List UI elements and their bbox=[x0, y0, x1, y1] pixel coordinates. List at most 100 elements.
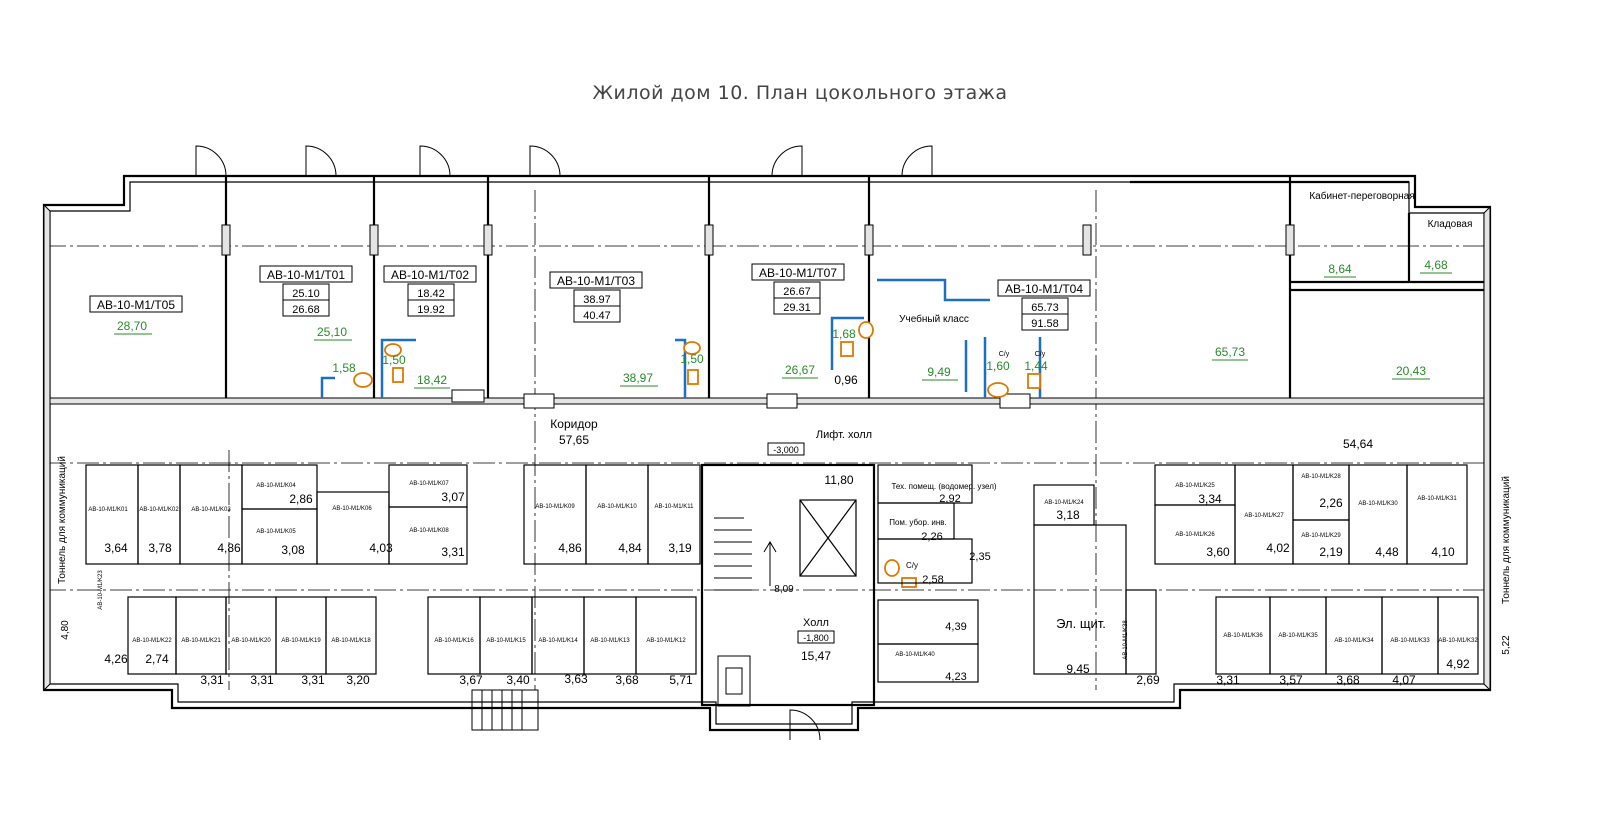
hall-mark: -1,800 bbox=[803, 633, 829, 643]
storage-k19: AB-10-M1/K19 bbox=[281, 638, 321, 644]
storage-k04: AB-10-M1/K04 bbox=[256, 483, 296, 489]
room-su-2: С/у bbox=[1035, 351, 1046, 358]
storage-k08: AB-10-M1/K08 bbox=[409, 528, 449, 534]
area-w3: 1,50 bbox=[680, 352, 704, 366]
storage-k30: AB-10-M1/K30 bbox=[1358, 501, 1398, 507]
storage-k11: AB-10-M1/K11 bbox=[655, 504, 695, 510]
room-corridor-area: 57,65 bbox=[559, 433, 589, 447]
storage-area-k35: 3,57 bbox=[1279, 673, 1303, 687]
storage-k36: AB-10-M1/K36 bbox=[1223, 633, 1263, 639]
storage-k35: AB-10-M1/K35 bbox=[1278, 633, 1318, 639]
storage-area-k15: 3,40 bbox=[506, 673, 530, 687]
corridor-right-area: 54,64 bbox=[1343, 437, 1373, 451]
storage-k18: AB-10-M1/K18 bbox=[331, 638, 371, 644]
room-su-3: С/у bbox=[906, 561, 918, 570]
room-areas: 28,70 25,10 1,58 1,50 18,42 38,97 1,50 2… bbox=[114, 258, 1452, 389]
area-su1: 1,60 bbox=[986, 359, 1010, 373]
storage-area-k24: 3,18 bbox=[1056, 508, 1080, 522]
unit-t04-id: AB-10-M1/T04 bbox=[1005, 282, 1083, 296]
unit-labels: AB-10-M1/T05 AB-10-M1/T01 25.10 26.68 AB… bbox=[89, 263, 1091, 331]
room-names: Кабинет-переговорная Кладовая Учебный кл… bbox=[57, 190, 1512, 683]
storage-k06: AB-10-M1/K06 bbox=[332, 506, 372, 512]
area-t05: 28,70 bbox=[117, 319, 147, 333]
storage-area-k18: 3,20 bbox=[346, 673, 370, 687]
room-el-area: 9,45 bbox=[1066, 662, 1090, 676]
area-su2: 1,44 bbox=[1024, 359, 1048, 373]
storage-area-k02: 3,78 bbox=[148, 541, 172, 555]
storage-k32: AB-10-M1/K32 bbox=[1438, 638, 1478, 644]
storage-area-k29: 2,19 bbox=[1319, 545, 1343, 559]
outer-walls bbox=[42, 174, 1492, 732]
storage-k40: AB-10-M1/K40 bbox=[895, 652, 935, 658]
room-lift-area: 11,80 bbox=[824, 473, 853, 487]
area-t03: 38,97 bbox=[623, 371, 653, 385]
room-hall-area: 15,47 bbox=[801, 649, 831, 663]
room-cleaning-area: 2,26 bbox=[921, 531, 942, 543]
storage-area-k19: 3,31 bbox=[301, 673, 325, 687]
storage-walls bbox=[85, 464, 1479, 683]
storage-area-k28: 2,26 bbox=[1319, 496, 1343, 510]
storage-area-k12: 5,71 bbox=[669, 673, 693, 687]
unit-t02-id: AB-10-M1/T02 bbox=[391, 268, 469, 282]
storage-k09: AB-10-M1/K09 bbox=[535, 504, 575, 510]
unit-t07-id: AB-10-M1/T07 bbox=[759, 266, 837, 280]
storage-area-k25: 3,34 bbox=[1198, 492, 1222, 506]
storage-k13: AB-10-M1/K13 bbox=[590, 638, 630, 644]
unit-t01-id: AB-10-M1/T01 bbox=[267, 268, 345, 282]
area-t01: 25,10 bbox=[317, 325, 347, 339]
storage-k38: AB-10-M1/K38 bbox=[1123, 620, 1129, 660]
room-el: Эл. щит. bbox=[1056, 616, 1106, 631]
unit-t03-a1: 38.97 bbox=[583, 294, 611, 306]
area-r1: 8,64 bbox=[1328, 262, 1352, 276]
area-t02: 18,42 bbox=[417, 373, 447, 387]
storage-area-k10: 4,84 bbox=[618, 541, 642, 555]
tunnel-left-area: 4,80 bbox=[60, 620, 71, 640]
unit-t01-a1: 25.10 bbox=[292, 288, 320, 300]
storage-area-k11: 3,19 bbox=[668, 541, 692, 555]
room-classroom: Учебный класс bbox=[899, 313, 969, 325]
room-hall: Холл bbox=[803, 617, 829, 629]
area-class: 9,49 bbox=[927, 365, 951, 379]
room-su-1: С/у bbox=[999, 351, 1010, 358]
area-r2: 4,68 bbox=[1424, 258, 1448, 272]
storage-k03: AB-10-M1/K03 bbox=[191, 507, 231, 513]
plumbing bbox=[320, 278, 1042, 588]
storage-area-k26: 3,60 bbox=[1206, 545, 1230, 559]
storage-k01: AB-10-M1/K01 bbox=[88, 507, 128, 513]
storage-area-k23: 4,26 bbox=[104, 652, 128, 666]
area-w4: 1,68 bbox=[832, 327, 856, 341]
storage-k29: AB-10-M1/K29 bbox=[1301, 533, 1341, 539]
storage-area-k06: 4,03 bbox=[369, 541, 393, 555]
room-tech: Тех. помещ. (водомер. узел) bbox=[891, 482, 996, 491]
storage-area-k04: 2,86 bbox=[289, 492, 313, 506]
room-tech-area: 2,92 bbox=[939, 493, 960, 505]
storage-area-k30: 4,48 bbox=[1375, 545, 1399, 559]
storage-area-k05: 3,08 bbox=[281, 543, 305, 557]
storage-area-k32: 4,92 bbox=[1446, 657, 1470, 671]
storage-area-k38: 2,69 bbox=[1136, 673, 1160, 687]
tunnel-left: Тоннель для коммуникаций bbox=[57, 456, 68, 584]
room-su-area: 2,58 bbox=[922, 574, 943, 586]
unit-t01-a2: 26.68 bbox=[292, 304, 320, 316]
storage-area-k27: 4,02 bbox=[1266, 541, 1290, 555]
storage-k24: AB-10-M1/K24 bbox=[1044, 500, 1084, 506]
unit-t02-a2: 19.92 bbox=[417, 304, 445, 316]
area-w5: 0,96 bbox=[834, 373, 858, 387]
storage-area-k09: 4,86 bbox=[558, 541, 582, 555]
storage-area-k20: 3,31 bbox=[250, 673, 274, 687]
elevation-mark: -3,000 bbox=[773, 445, 799, 455]
room-cabinet: Кабинет-переговорная bbox=[1309, 190, 1414, 202]
storage-k31: AB-10-M1/K31 bbox=[1417, 496, 1457, 502]
storage-k15: AB-10-M1/K15 bbox=[486, 638, 526, 644]
plan-title: Жилой дом 10. План цокольного этажа bbox=[592, 82, 1008, 104]
storage-area-k34: 3,68 bbox=[1336, 673, 1360, 687]
room-cleaning: Пом. убор. инв. bbox=[889, 518, 947, 527]
storage-labels: AB-10-M1/K01 AB-10-M1/K02 AB-10-M1/K03 A… bbox=[88, 474, 1478, 660]
area-r3: 20,43 bbox=[1396, 364, 1426, 378]
storage-k12: AB-10-M1/K12 bbox=[646, 638, 686, 644]
room-235-area: 2,35 bbox=[969, 551, 990, 563]
storage-k21: AB-10-M1/K21 bbox=[181, 638, 221, 644]
storage-k07: AB-10-M1/K07 bbox=[409, 481, 449, 487]
area-t04: 65,73 bbox=[1215, 345, 1245, 359]
area-w2: 1,50 bbox=[382, 353, 406, 367]
